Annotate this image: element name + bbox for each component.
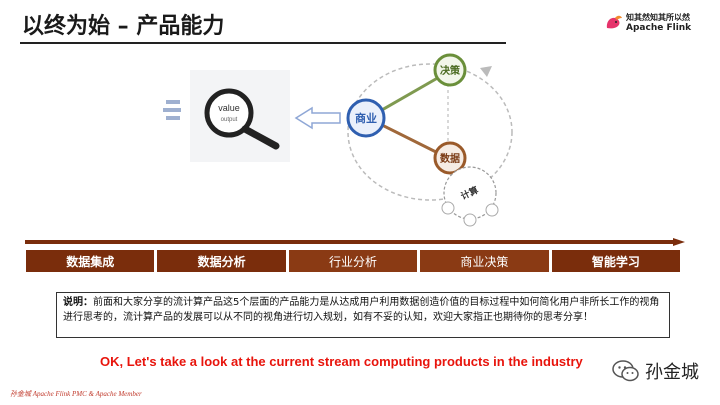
brand-tagline: 知其然知其所以然 xyxy=(626,13,690,22)
stage-intelligent-learning: 智能学习 xyxy=(551,250,681,272)
call-to-action: OK, Let's take a look at the current str… xyxy=(100,354,583,369)
note-box: 说明：前面和大家分享的流计算产品这5个层面的产品能力是从达成用户利用数据创造价值… xyxy=(56,292,670,338)
slide-title: 以终为始 – 产品能力 xyxy=(22,14,225,39)
node-decision: 决策 xyxy=(433,53,467,87)
node-business: 商业 xyxy=(346,98,386,138)
cycle-arrow-icon xyxy=(480,66,492,77)
product-capability-diagram: value output 商业 决策 数据 计算 xyxy=(163,53,513,227)
wechat-icon xyxy=(612,360,639,382)
stage-data-analysis: 数据分析 xyxy=(157,250,286,272)
compute-cluster: 计算 xyxy=(441,166,499,227)
node-data-label: 数据 xyxy=(440,152,460,165)
left-arrow-icon xyxy=(294,106,341,130)
title-underline xyxy=(20,42,506,44)
magnifier-text-2: output xyxy=(221,117,238,123)
stage-business-decision: 商业决策 xyxy=(420,250,549,272)
magnifier-text-1: value xyxy=(218,103,240,113)
node-business-label: 商业 xyxy=(355,111,377,125)
watermark-author: 孙金城 xyxy=(645,362,699,383)
brand-name: Apache Flink xyxy=(626,23,692,33)
cycle-dashed-ring xyxy=(347,63,513,201)
flink-squirrel-icon xyxy=(606,15,622,29)
timeline-arrow xyxy=(25,238,685,246)
footer-author: 孙金城 Apache Flink PMC & Apache Member xyxy=(10,390,142,398)
stage-industry-analysis: 行业分析 xyxy=(288,250,418,272)
note-label: 说明： xyxy=(63,297,93,308)
node-decision-label: 决策 xyxy=(440,64,461,77)
magnifier-icon: value output xyxy=(204,88,280,150)
node-data: 数据 xyxy=(433,141,467,175)
stage-bar: 数据集成 数据分析 行业分析 商业决策 智能学习 xyxy=(26,250,681,272)
side-labels xyxy=(163,100,181,120)
note-text: 前面和大家分享的流计算产品这5个层面的产品能力是从达成用户利用数据创造价值的目标… xyxy=(63,297,660,323)
stage-data-integration: 数据集成 xyxy=(26,250,155,272)
